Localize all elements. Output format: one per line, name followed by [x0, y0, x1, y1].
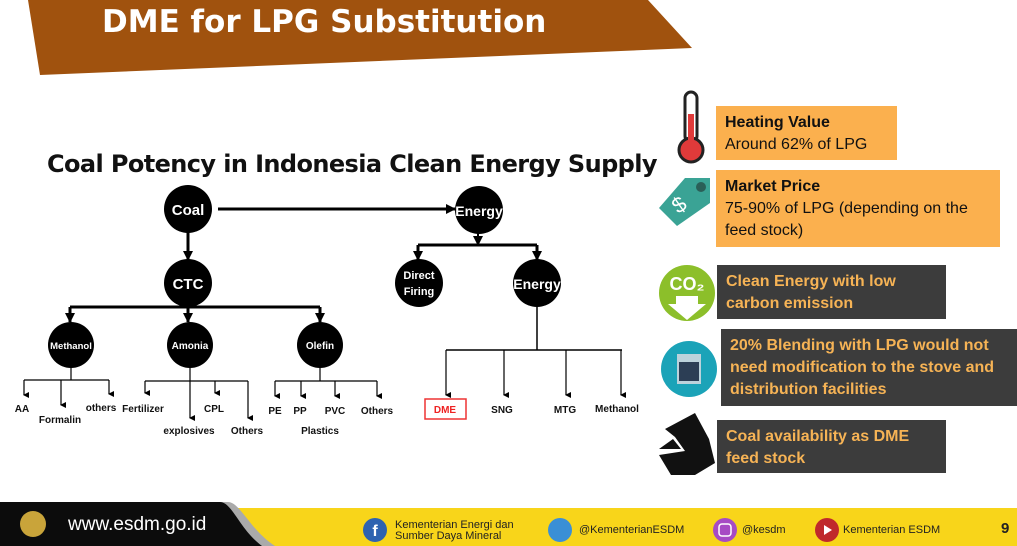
node-olefin: Olefin: [297, 322, 343, 368]
leaf-pvc: PVC: [325, 406, 346, 417]
leaf-plastics: Plastics: [301, 426, 339, 437]
svg-text:Amonia: Amonia: [172, 341, 209, 352]
page-title: DME for LPG Substitution: [102, 4, 547, 40]
youtube-channel[interactable]: Kementerian ESDM: [843, 524, 941, 536]
facebook-label-1[interactable]: Kementerian Energi dan: [395, 519, 514, 531]
leaf-others: others: [86, 403, 117, 414]
svg-text:CTC: CTC: [173, 276, 204, 293]
leaf-formalin: Formalin: [39, 415, 81, 426]
benefit-blending: 20% Blending with LPG would not need mod…: [721, 329, 1017, 406]
svg-text:Energy: Energy: [455, 203, 503, 219]
node-ctc: CTC: [164, 259, 212, 307]
node-energy: Energy: [455, 186, 503, 234]
node-energy-2: Energy: [513, 259, 561, 307]
node-methanol: Methanol: [48, 322, 94, 368]
leaf-fertilizer: Fertilizer: [122, 404, 164, 415]
price-tag-icon: $: [659, 178, 710, 226]
leaf-pp: PP: [293, 406, 307, 417]
co2-down-icon: CO₂: [659, 265, 715, 321]
svg-text:Energy: Energy: [513, 276, 561, 292]
thermometer-icon: [677, 90, 705, 164]
svg-text:f: f: [372, 523, 378, 540]
benefit-coal-availability: Coal availability as DME feed stock: [717, 420, 946, 473]
ministry-logo: [20, 511, 46, 537]
footer-bar: f: [0, 502, 1017, 546]
leaf-sng: SNG: [491, 405, 513, 416]
svg-text:Direct: Direct: [403, 270, 435, 282]
leaf-cpl: CPL: [204, 404, 224, 415]
node-amonia: Amonia: [167, 322, 213, 368]
instagram-handle[interactable]: @kesdm: [742, 524, 786, 536]
leaf-others: Others: [361, 406, 394, 417]
twitter-handle[interactable]: @KementerianESDM: [579, 524, 685, 536]
svg-text:Firing: Firing: [404, 286, 435, 298]
node-coal: Coal: [164, 185, 212, 233]
leaf-aa: AA: [15, 404, 29, 415]
leaf-others: Others: [231, 426, 264, 437]
leaf-pe: PE: [268, 406, 282, 417]
page-number: 9: [1001, 520, 1010, 537]
website-link[interactable]: www.esdm.go.id: [68, 514, 207, 535]
title-banner: [28, 0, 692, 75]
benefit-clean-energy: Clean Energy with low carbon emission: [717, 265, 946, 319]
svg-text:Coal: Coal: [172, 202, 205, 219]
leaf-explosives: explosives: [163, 426, 215, 437]
facebook-label-2[interactable]: Sumber Daya Mineral: [395, 530, 502, 542]
diagram-title: Coal Potency in Indonesia Clean Energy S…: [47, 150, 658, 178]
coal-icon: [659, 413, 715, 475]
leaf-dme: DME: [434, 405, 457, 416]
svg-text:Methanol: Methanol: [50, 341, 92, 352]
leaf-mtg: MTG: [554, 405, 576, 416]
stove-icon: [661, 341, 717, 397]
leaf-methanol: Methanol: [595, 404, 639, 415]
svg-text:Olefin: Olefin: [306, 341, 334, 352]
svg-text:CO₂: CO₂: [670, 274, 705, 294]
